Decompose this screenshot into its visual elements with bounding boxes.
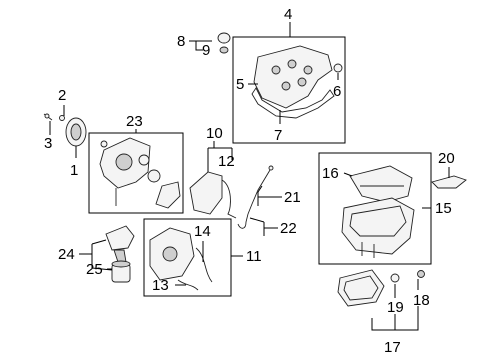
callout-11: 11 [246, 248, 262, 265]
oil-pan-baffle-part [349, 165, 413, 203]
callout-14: 14 [194, 223, 211, 240]
callout-labels: 1 2 3 4 5 6 7 8 9 10 11 12 13 14 15 16 1… [44, 6, 455, 356]
callout-13: 13 [152, 277, 169, 294]
callout-24: 24 [58, 246, 75, 263]
oil-filter-adapter-part [105, 225, 135, 263]
callout-22: 22 [280, 220, 297, 237]
callout-23: 23 [126, 113, 143, 130]
valve-cover-part [253, 45, 333, 109]
drain-plug-part [390, 273, 400, 283]
callout-5: 5 [236, 76, 244, 93]
oil-pump-part [149, 227, 213, 291]
valve-cover-gasket-part [251, 87, 335, 119]
callout-9: 9 [202, 42, 210, 59]
callout-17: 17 [384, 339, 401, 356]
crankshaft-pulley-part [43, 113, 87, 147]
grommet-part [333, 63, 343, 73]
callout-15: 15 [435, 200, 452, 217]
callout-3: 3 [44, 135, 52, 152]
callout-18: 18 [413, 292, 430, 309]
drain-plug-gasket-part [417, 270, 425, 278]
callout-1: 1 [70, 162, 78, 179]
callout-8: 8 [177, 33, 185, 50]
leader-lines [49, 22, 450, 331]
callout-4: 4 [284, 6, 292, 23]
timing-belt-cover-part [189, 171, 237, 219]
upper-oil-pan-part [341, 197, 415, 258]
oil-filter-part [111, 260, 131, 283]
callout-12: 12 [218, 153, 235, 170]
callout-21: 21 [284, 189, 301, 206]
oil-filler-cap-part [217, 32, 231, 54]
callout-19: 19 [387, 299, 404, 316]
callout-16: 16 [322, 165, 339, 182]
oil-pump-group-box [143, 218, 232, 297]
callout-20: 20 [438, 150, 455, 167]
callout-10: 10 [206, 125, 223, 142]
timing-cover-part [99, 137, 181, 209]
callout-2: 2 [58, 87, 66, 104]
callout-6: 6 [333, 83, 341, 100]
valve-cover-group-box [232, 36, 346, 144]
oil-dipstick-part [237, 165, 274, 229]
callout-25: 25 [86, 261, 103, 278]
lower-oil-pan-part [337, 269, 385, 307]
callout-7: 7 [274, 127, 282, 144]
oil-temp-sensor-part [431, 175, 467, 189]
